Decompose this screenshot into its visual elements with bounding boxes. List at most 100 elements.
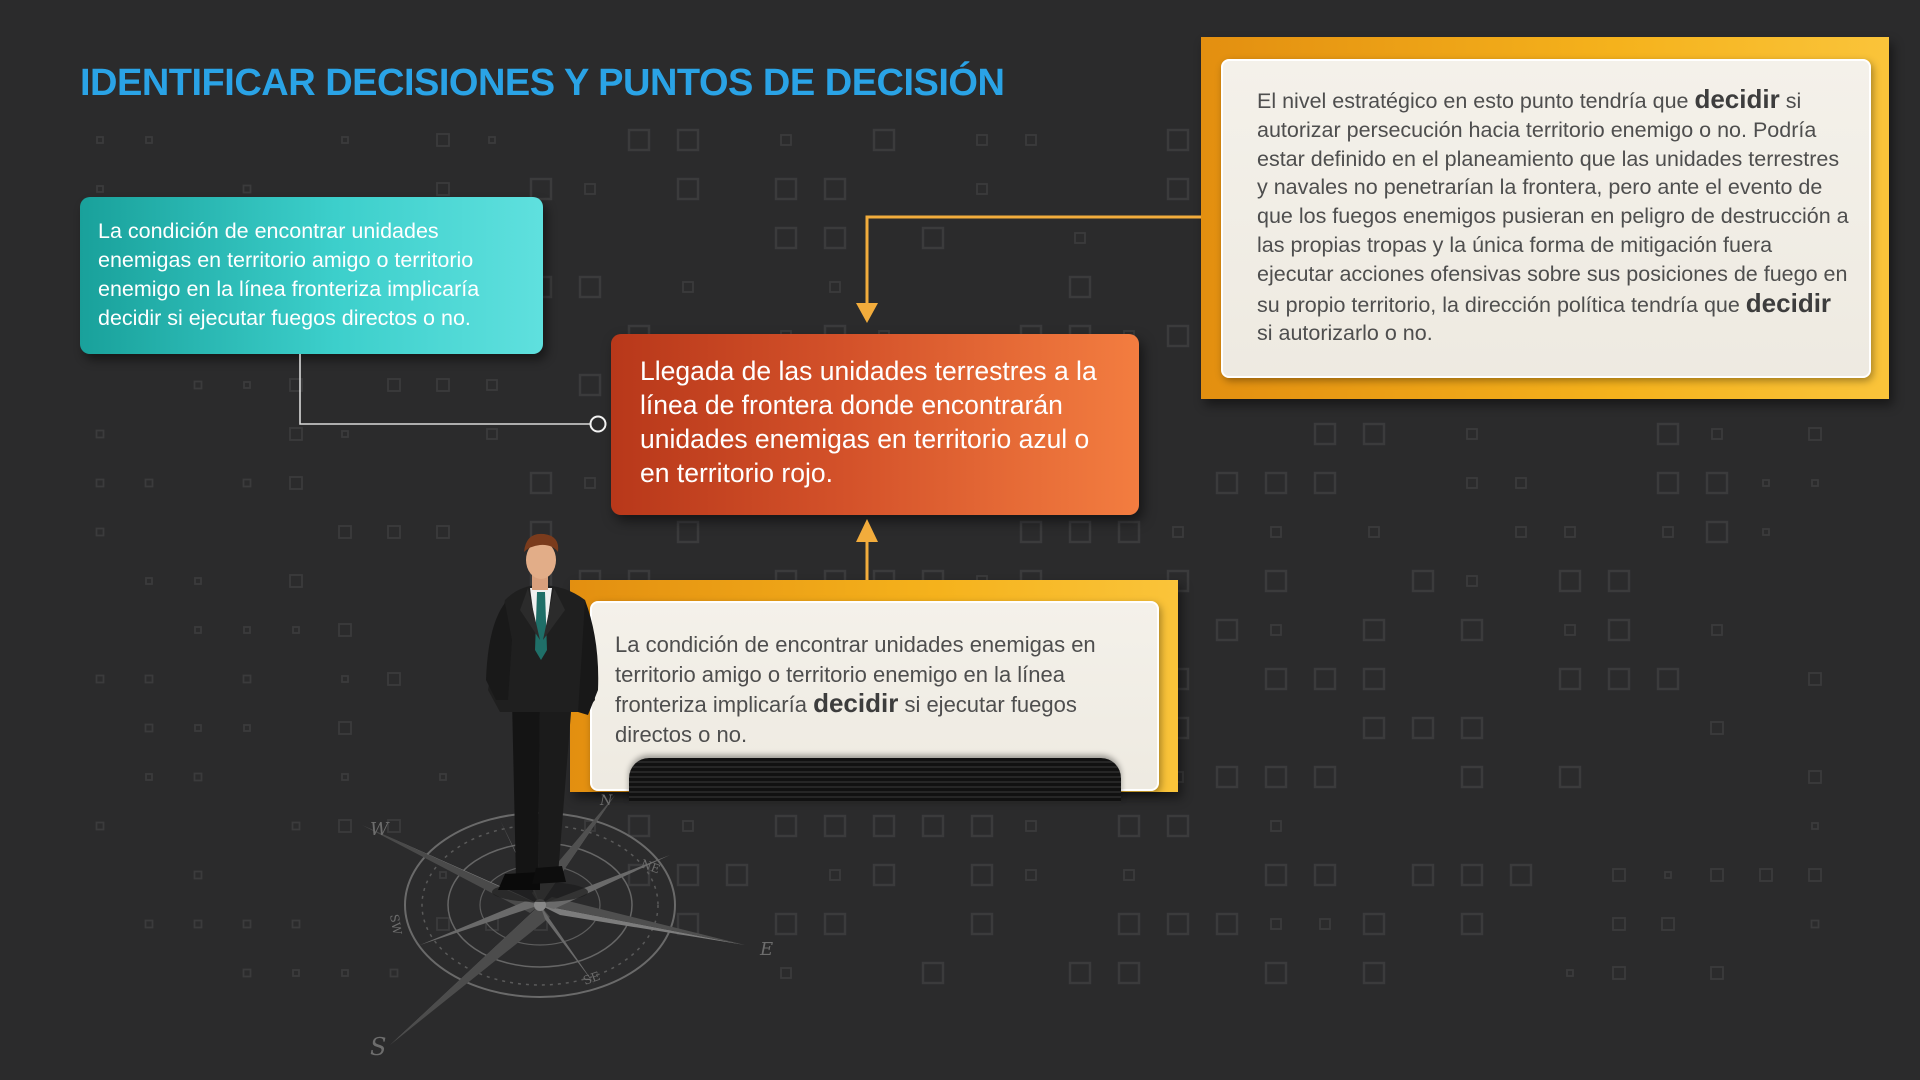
pattern-square <box>485 917 499 931</box>
pattern-square <box>1123 869 1135 881</box>
pattern-square <box>289 427 303 441</box>
pattern-square <box>780 967 792 979</box>
pattern-square <box>725 863 749 887</box>
pattern-square <box>387 819 401 833</box>
pattern-square <box>1117 961 1141 985</box>
pattern-square <box>1411 716 1435 740</box>
pattern-square <box>1509 863 1533 887</box>
pattern-square <box>1808 672 1822 686</box>
pattern-square <box>970 814 994 838</box>
pattern-square <box>1711 624 1723 636</box>
pattern-square <box>1019 520 1043 544</box>
pattern-square <box>194 724 202 732</box>
pattern-square <box>95 478 105 488</box>
pattern-square <box>1166 814 1190 838</box>
pattern-square <box>774 226 798 250</box>
pattern-square <box>1558 667 1582 691</box>
pattern-square <box>95 527 105 537</box>
pattern-square <box>627 814 651 838</box>
pattern-square <box>1362 422 1386 446</box>
pattern-square <box>1566 969 1574 977</box>
pattern-square <box>1270 526 1282 538</box>
pattern-square <box>486 428 498 440</box>
pattern-square <box>1319 918 1331 930</box>
pattern-square <box>144 723 154 733</box>
pattern-square <box>292 969 300 977</box>
pattern-square <box>1264 863 1288 887</box>
pattern-square <box>921 226 945 250</box>
pattern-square <box>338 721 352 735</box>
pattern-square <box>341 773 349 781</box>
pattern-square <box>1558 765 1582 789</box>
card-dark-band <box>629 758 1121 803</box>
pattern-square <box>144 674 154 684</box>
pattern-square <box>1811 822 1819 830</box>
pattern-square <box>436 917 450 931</box>
pattern-square <box>872 128 896 152</box>
pattern-square <box>1117 912 1141 936</box>
pattern-square <box>292 626 300 634</box>
pattern-square <box>436 525 450 539</box>
pattern-square <box>341 430 349 438</box>
pattern-square <box>1313 863 1337 887</box>
pattern-square <box>970 863 994 887</box>
pattern-square <box>1466 575 1478 587</box>
pattern-square <box>1460 912 1484 936</box>
pattern-square <box>1711 428 1723 440</box>
pattern-square <box>436 182 450 196</box>
pattern-square <box>1172 526 1184 538</box>
pattern-square <box>193 380 203 390</box>
strategic-emphasis-2: decidir <box>1745 287 1832 318</box>
pattern-square <box>1661 917 1675 931</box>
pattern-square <box>921 814 945 838</box>
pattern-square <box>676 520 700 544</box>
pattern-square <box>829 869 841 881</box>
pattern-square <box>387 378 401 392</box>
pattern-square <box>1166 324 1190 348</box>
pattern-square <box>1362 961 1386 985</box>
pattern-square <box>537 773 545 781</box>
pattern-square <box>439 773 447 781</box>
pattern-square <box>242 919 252 929</box>
pattern-square <box>1612 917 1626 931</box>
pattern-square <box>1368 526 1380 538</box>
pattern-square <box>1656 422 1680 446</box>
lower-text-1: La condición de encontrar unidades enemi… <box>615 632 1096 717</box>
pattern-square <box>1270 918 1282 930</box>
pattern-square <box>243 626 251 634</box>
pattern-square <box>1808 427 1822 441</box>
pattern-square <box>1607 618 1631 642</box>
pattern-square <box>242 674 252 684</box>
pattern-square <box>194 626 202 634</box>
pattern-square <box>1515 526 1527 538</box>
pattern-square <box>1460 765 1484 789</box>
pattern-square <box>1662 526 1674 538</box>
pattern-square <box>1270 624 1282 636</box>
pattern-square <box>338 819 352 833</box>
strategic-text-2: si autorizar persecución hacia territori… <box>1257 89 1849 317</box>
pattern-square <box>676 177 700 201</box>
pattern-square <box>1411 863 1435 887</box>
pattern-square <box>1564 624 1576 636</box>
pattern-square <box>387 525 401 539</box>
pattern-square <box>341 969 349 977</box>
pattern-square <box>96 136 104 144</box>
pattern-square <box>1515 477 1527 489</box>
pattern-square <box>1074 232 1086 244</box>
pattern-square <box>1215 912 1239 936</box>
pattern-square <box>1705 471 1729 495</box>
pattern-square <box>387 672 401 686</box>
pattern-square <box>95 821 105 831</box>
pattern-square <box>537 871 545 879</box>
decision-point-box: Llegada de las unidades terrestres a la … <box>611 334 1139 515</box>
pattern-square <box>1313 422 1337 446</box>
pattern-square <box>1270 820 1282 832</box>
pattern-square <box>1612 868 1626 882</box>
pattern-square <box>1264 961 1288 985</box>
pattern-square <box>682 820 694 832</box>
pattern-square <box>1656 471 1680 495</box>
pattern-square <box>1759 868 1773 882</box>
pattern-square <box>1808 770 1822 784</box>
pattern-square <box>774 177 798 201</box>
pattern-square <box>1811 479 1819 487</box>
